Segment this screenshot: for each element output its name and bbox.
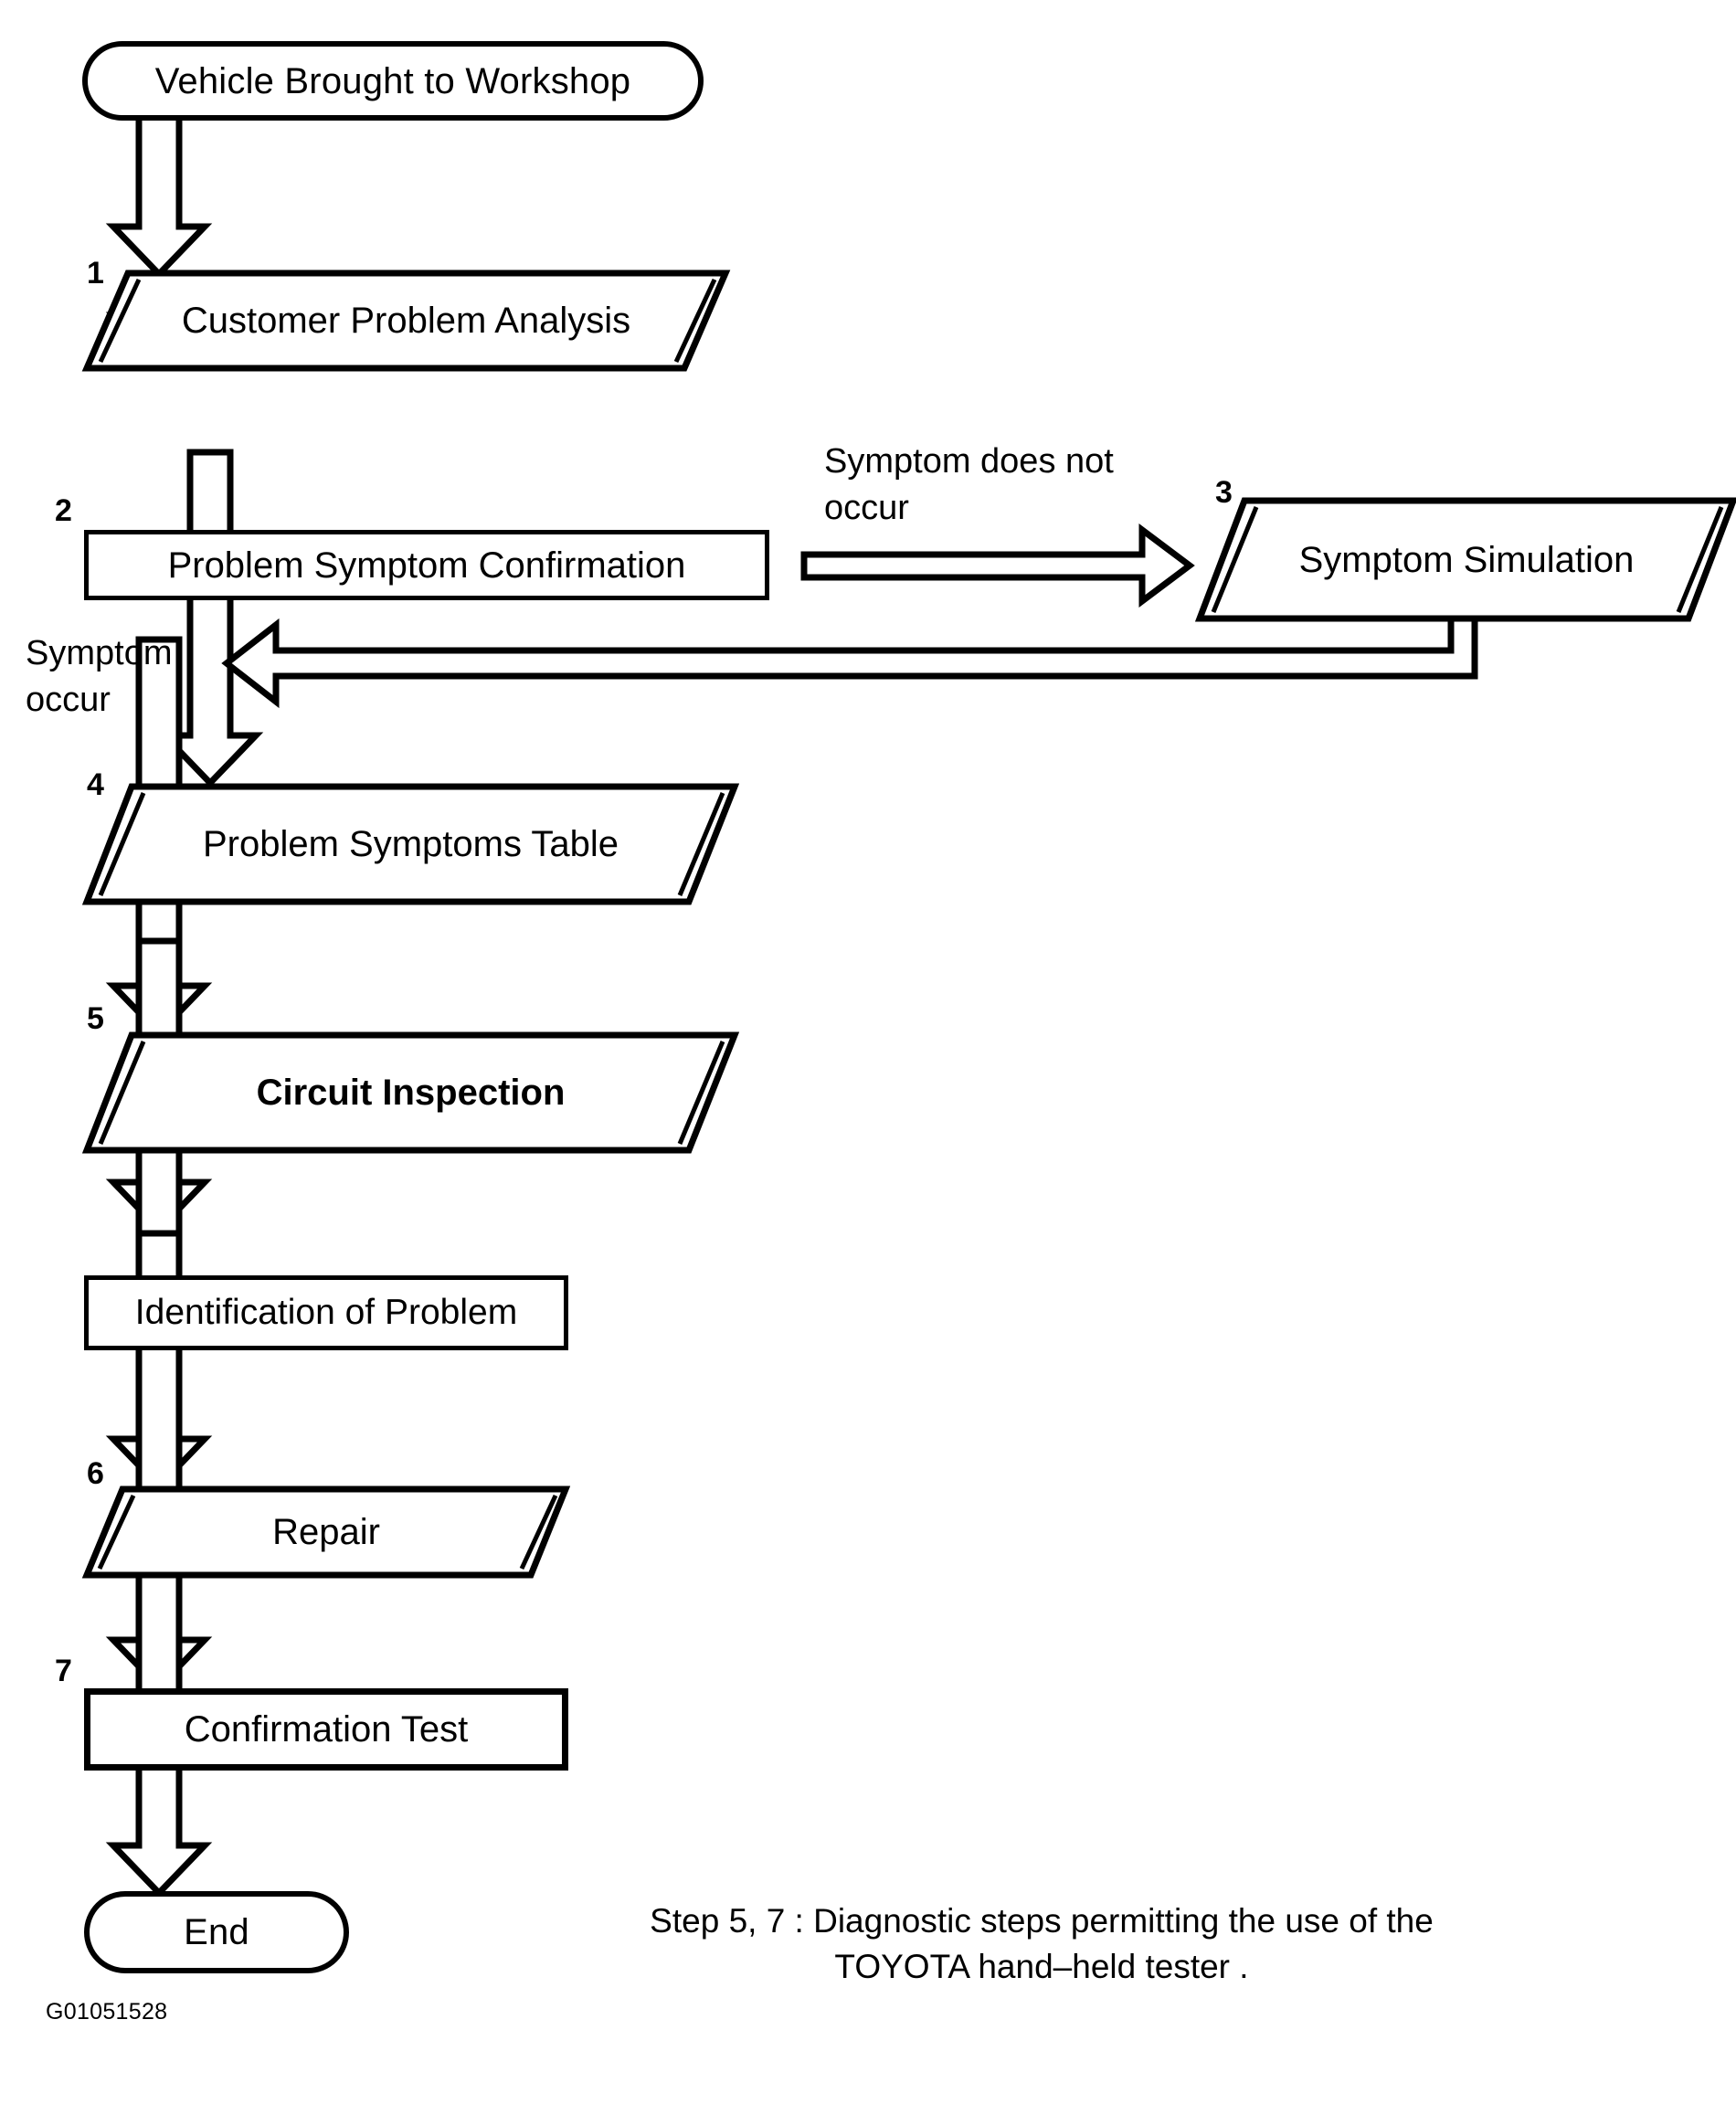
node-start-terminator[interactable]: Vehicle Brought to Workshop [82,41,704,121]
node-repair[interactable]: Repair [81,1485,571,1579]
node-circuit-inspection[interactable]: Circuit Inspection [81,1031,740,1154]
node-confirmation-test[interactable]: Confirmation Test [84,1688,568,1771]
step-number-6: 6 [87,1456,104,1491]
node-problem-symptom-confirmation-label: Problem Symptom Confirmation [167,545,686,586]
node-identification-of-problem-label: Identification of Problem [134,1292,518,1332]
arrow-step6-to-step7 [105,1074,213,1693]
step-number-7: 7 [55,1654,72,1688]
node-confirmation-test-label: Confirmation Test [184,1709,469,1750]
node-problem-symptom-confirmation[interactable]: Problem Symptom Confirmation [84,530,769,600]
node-end-terminator[interactable]: End [84,1891,349,1973]
node-problem-symptoms-table[interactable]: Problem Symptoms Table [81,783,740,905]
step-number-4: 4 [87,767,104,802]
node-symptom-simulation[interactable]: Symptom Simulation [1194,497,1736,622]
edge-label-symptom-does-not-occur: Symptom does not occur [824,442,1114,528]
edge-label-symptom-occur: Symptom occur [26,634,173,720]
step-number-1: 1 [87,256,104,291]
figure-id-label: G01051528 [46,1999,168,2025]
step-number-5: 5 [87,1001,104,1036]
node-end-label: End [184,1912,249,1952]
step-number-2: 2 [55,493,72,528]
arrow-step2-to-step4 [156,449,264,788]
arrow-identification-to-step6 [105,937,213,1492]
arrow-step2-to-step3 [800,523,1195,608]
step-number-3: 3 [1215,475,1233,510]
node-start-label: Vehicle Brought to Workshop [154,60,631,101]
node-identification-of-problem[interactable]: Identification of Problem [84,1275,568,1350]
node-customer-problem-analysis[interactable]: Customer Problem Analysis [81,270,731,372]
footnote-text: Step 5, 7 : Diagnostic steps permitting … [650,1902,1434,1985]
arrow-start-to-step1 [105,113,213,280]
